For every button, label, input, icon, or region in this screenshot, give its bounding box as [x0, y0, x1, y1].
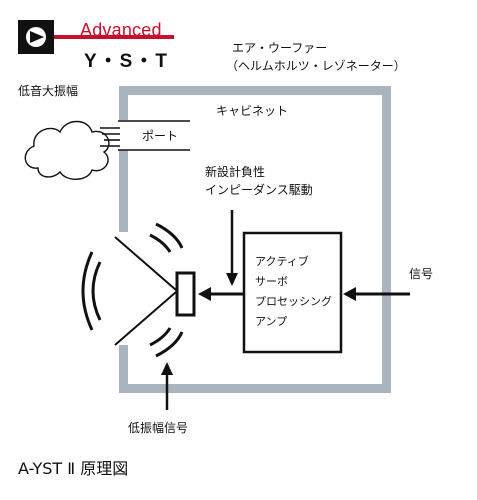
logo-brand-bottom: Y・S・T	[84, 51, 169, 72]
bass-cloud-icon	[24, 120, 110, 180]
logo-brand-top: Advanced	[80, 20, 162, 40]
cabinet-wall	[119, 86, 391, 393]
bass-large-label: 低音大振幅	[18, 84, 79, 98]
yst-logo-emblem	[18, 20, 174, 54]
amp-line-3: プロセッシング	[255, 295, 332, 308]
air-woofer-label: エア・ウーファー	[232, 41, 328, 55]
speaker-magnet	[175, 271, 196, 317]
amplifier-box	[242, 231, 343, 354]
drive-label-line2: インピーダンス駆動	[205, 183, 313, 197]
drive-arrow	[198, 287, 244, 301]
amplifier-label: アクティブ サーボ プロセッシング アンプ	[255, 252, 332, 332]
low-amp-pointer-arrow	[161, 362, 173, 410]
sound-waves-icon	[81, 222, 184, 358]
amp-line-1: アクティブ	[255, 255, 309, 268]
signal-label: 信号	[409, 267, 434, 281]
amp-line-4: アンプ	[255, 315, 288, 328]
diagram-caption: A-YST Ⅱ 原理図	[18, 459, 129, 478]
amp-line-2: サーボ	[255, 275, 288, 288]
drive-pointer-arrow	[226, 210, 238, 286]
drive-label-line1: 新設計負性	[205, 165, 266, 179]
airflow-lines	[100, 127, 120, 147]
signal-arrow	[343, 287, 410, 301]
helmholtz-label: （ヘルムホルツ・レゾネーター）	[226, 59, 406, 73]
port-tube	[118, 120, 190, 151]
low-amp-signal-label: 低振幅信号	[128, 421, 189, 435]
port-label: ポート	[142, 129, 179, 143]
cabinet-label: キャビネット	[216, 104, 289, 118]
speaker-cone-icon	[114, 236, 177, 346]
